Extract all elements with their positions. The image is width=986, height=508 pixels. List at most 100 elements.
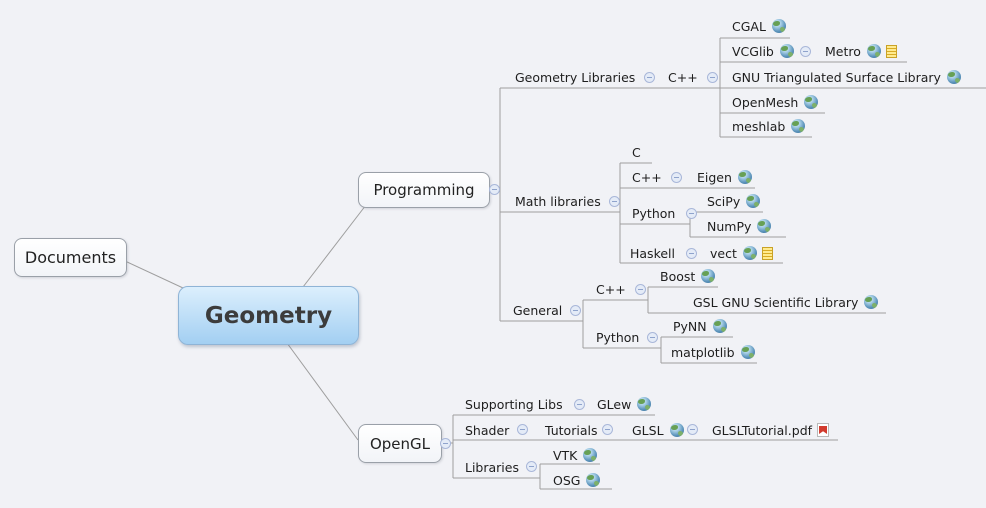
node-python-general-label: Python	[596, 329, 640, 345]
node-opengl[interactable]: OpenGL	[358, 424, 442, 463]
node-metro-label: Metro	[825, 43, 861, 59]
globe-icon	[583, 448, 598, 462]
node-geometry-libraries[interactable]: Geometry Libraries	[515, 69, 635, 85]
node-metro[interactable]: Metro	[825, 43, 897, 59]
node-c-math[interactable]: C	[632, 144, 641, 160]
fold-icon-tutorials[interactable]	[602, 424, 613, 435]
node-opengl-label: OpenGL	[369, 434, 431, 453]
note-icon	[885, 44, 897, 58]
node-python-math[interactable]: Python	[632, 205, 675, 221]
node-math-libraries[interactable]: Math libraries	[515, 193, 601, 209]
node-shader-label: Shader	[465, 422, 510, 438]
node-glsl-label: GLSL	[632, 422, 664, 438]
node-boost-label: Boost	[660, 268, 696, 284]
node-python-math-label: Python	[632, 205, 676, 221]
node-haskell-label: Haskell	[630, 245, 676, 261]
fold-icon-python-math[interactable]	[686, 208, 697, 219]
globe-icon	[737, 170, 752, 184]
pdf-icon	[817, 423, 830, 437]
fold-icon-opengl[interactable]	[440, 438, 451, 449]
fold-icon-shader[interactable]	[517, 424, 528, 435]
node-meshlab[interactable]: meshlab	[732, 118, 806, 134]
fold-icon-haskell[interactable]	[686, 248, 697, 259]
node-gnu-tsl-label: GNU Triangulated Surface Library	[732, 69, 941, 85]
fold-icon-cpp-geolibs[interactable]	[707, 72, 718, 83]
node-meshlab-label: meshlab	[732, 118, 786, 134]
node-programming-label: Programming	[373, 181, 475, 199]
node-numpy[interactable]: NumPy	[707, 218, 772, 234]
fold-icon-glsl[interactable]	[687, 424, 698, 435]
node-glsl-tutorial-pdf[interactable]: GLSLTutorial.pdf	[712, 422, 830, 438]
globe-icon	[779, 44, 794, 58]
node-boost[interactable]: Boost	[660, 268, 716, 284]
node-cgal-label: CGAL	[732, 18, 766, 34]
node-programming[interactable]: Programming	[358, 172, 490, 208]
node-eigen[interactable]: Eigen	[697, 169, 752, 185]
node-math-libraries-label: Math libraries	[515, 193, 601, 209]
node-geometry-root[interactable]: Geometry	[178, 286, 359, 345]
node-cpp-geolibs[interactable]: C++	[668, 69, 698, 85]
node-tutorials[interactable]: Tutorials	[545, 422, 597, 438]
globe-icon	[746, 194, 761, 208]
node-supporting-libs[interactable]: Supporting Libs	[465, 396, 563, 412]
globe-icon	[804, 95, 819, 109]
fold-icon-general[interactable]	[570, 305, 581, 316]
fold-icon-cpp-math[interactable]	[671, 172, 682, 183]
node-general[interactable]: General	[513, 302, 562, 318]
node-vtk-label: VTK	[553, 447, 578, 463]
node-numpy-label: NumPy	[707, 218, 752, 234]
node-scipy[interactable]: SciPy	[707, 193, 761, 209]
node-osg-label: OSG	[553, 472, 581, 488]
globe-icon	[864, 295, 879, 309]
node-pynn[interactable]: PyNN	[673, 318, 727, 334]
node-pynn-label: PyNN	[673, 318, 707, 334]
node-matplotlib[interactable]: matplotlib	[671, 344, 755, 360]
node-vcglib-label: VCGlib	[732, 43, 774, 59]
node-gsl[interactable]: GSL GNU Scientific Library	[693, 294, 879, 310]
globe-icon	[742, 246, 757, 260]
node-gnu-tsl[interactable]: GNU Triangulated Surface Library	[732, 69, 961, 85]
node-geometry-label: Geometry	[204, 302, 333, 329]
globe-icon	[771, 19, 786, 33]
globe-icon	[740, 345, 755, 359]
globe-icon	[866, 44, 881, 58]
node-cpp-math[interactable]: C++	[632, 169, 662, 185]
globe-icon	[791, 119, 806, 133]
globe-icon	[669, 423, 684, 437]
fold-icon-geometry-libraries[interactable]	[644, 72, 655, 83]
node-glsl[interactable]: GLSL	[632, 422, 684, 438]
node-documents[interactable]: Documents	[14, 238, 127, 277]
node-cpp-math-label: C++	[632, 169, 662, 185]
node-cgal[interactable]: CGAL	[732, 18, 786, 34]
node-eigen-label: Eigen	[697, 169, 732, 185]
node-openmesh[interactable]: OpenMesh	[732, 94, 819, 110]
node-osg[interactable]: OSG	[553, 472, 601, 488]
node-python-general[interactable]: Python	[596, 329, 639, 345]
node-matplotlib-label: matplotlib	[671, 344, 735, 360]
node-scipy-label: SciPy	[707, 193, 741, 209]
node-haskell[interactable]: Haskell	[630, 245, 675, 261]
globe-icon	[712, 319, 727, 333]
fold-icon-vcglib[interactable]	[800, 46, 811, 57]
node-gsl-label: GSL GNU Scientific Library	[693, 294, 859, 310]
node-cpp-general[interactable]: C++	[596, 281, 626, 297]
node-shader[interactable]: Shader	[465, 422, 509, 438]
node-cpp-general-label: C++	[596, 281, 626, 297]
fold-icon-cpp-general[interactable]	[635, 284, 646, 295]
fold-icon-supporting-libs[interactable]	[574, 399, 585, 410]
globe-icon	[637, 397, 652, 411]
fold-icon-math-libraries[interactable]	[609, 196, 620, 207]
node-tutorials-label: Tutorials	[545, 422, 598, 438]
node-vect[interactable]: vect	[710, 245, 773, 261]
fold-icon-python-general[interactable]	[647, 332, 658, 343]
node-general-label: General	[513, 302, 563, 318]
fold-icon-libraries[interactable]	[526, 461, 537, 472]
node-libraries[interactable]: Libraries	[465, 459, 519, 475]
node-documents-label: Documents	[24, 248, 117, 267]
node-vcglib[interactable]: VCGlib	[732, 43, 794, 59]
fold-icon-programming[interactable]	[489, 184, 500, 195]
node-vtk[interactable]: VTK	[553, 447, 598, 463]
node-glew[interactable]: GLew	[597, 396, 652, 412]
globe-icon	[946, 70, 961, 84]
globe-icon	[757, 219, 772, 233]
